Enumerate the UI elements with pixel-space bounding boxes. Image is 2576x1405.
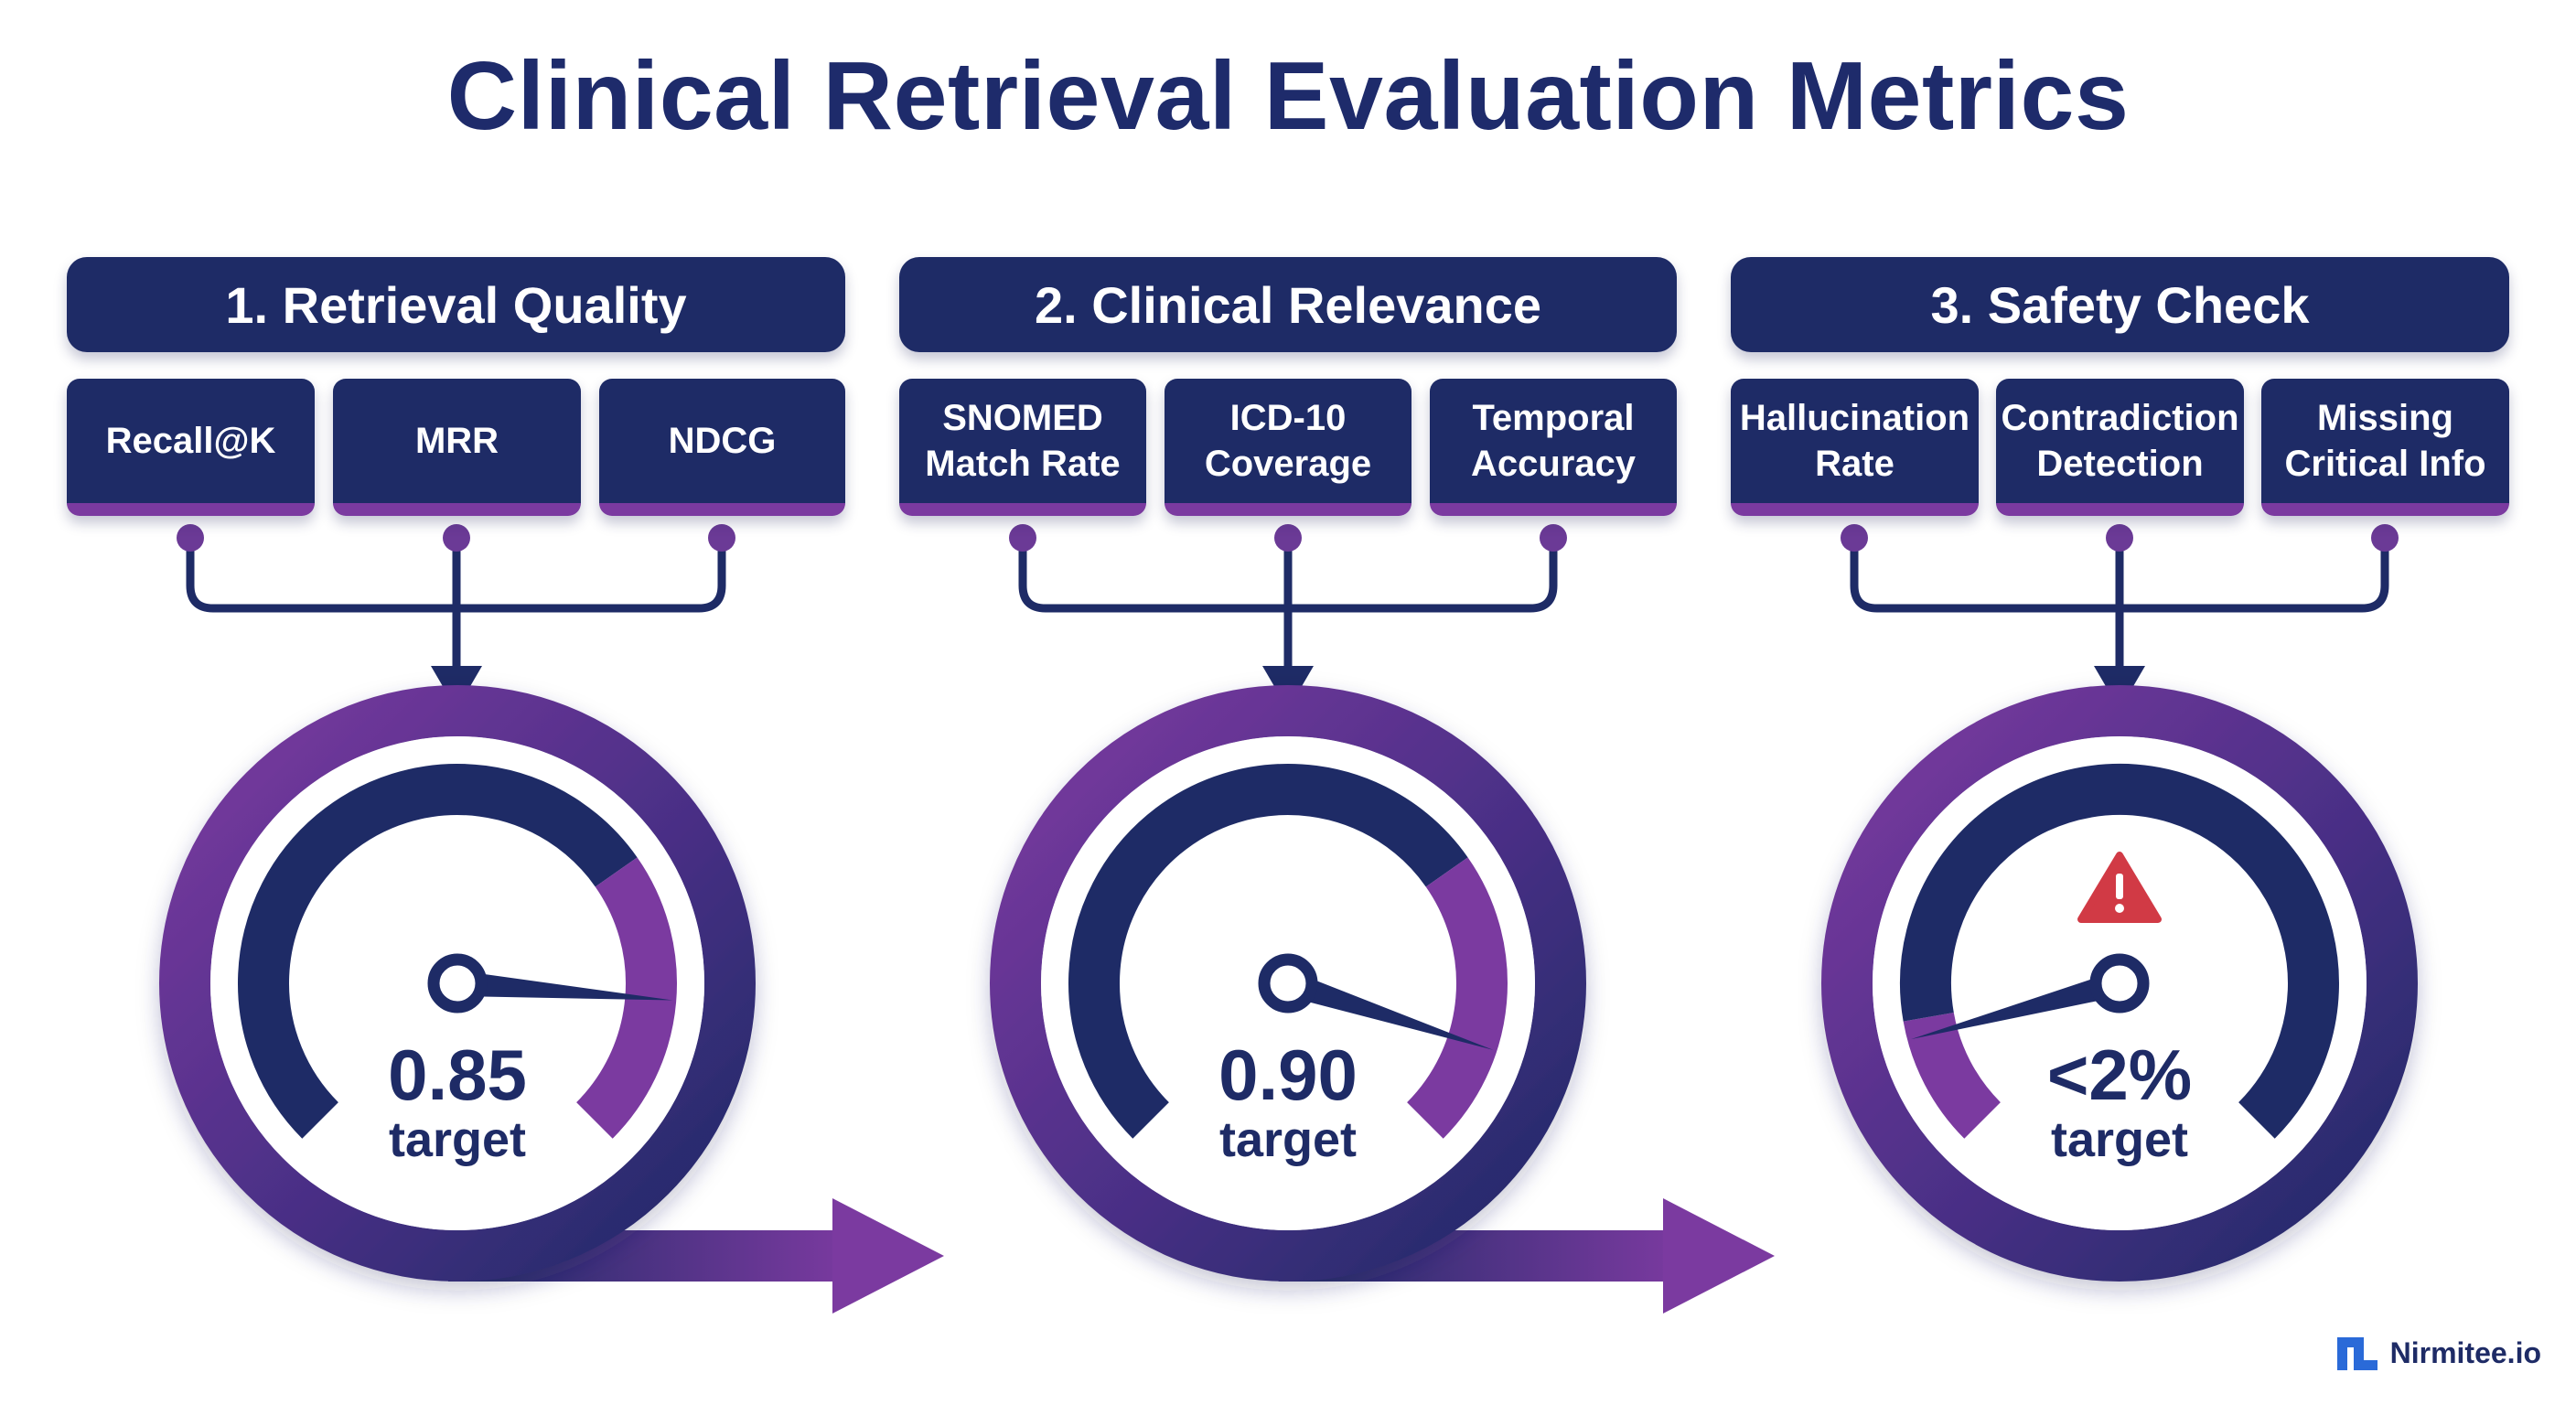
gauge-2-target-label: target (1218, 1112, 1358, 1167)
stage-1-connector-dot (443, 524, 470, 552)
gauge-2-needle (1283, 971, 1494, 1050)
gauge-1-value: 0.85 (388, 1035, 527, 1115)
flow-arrow-2-head-icon (1663, 1198, 1775, 1314)
metric-recall-at-k: Recall@K (67, 379, 315, 516)
nirmitee-logo-icon (2336, 1336, 2377, 1370)
metric-mrr: MRR (333, 379, 581, 516)
connectors-layer (177, 524, 2399, 710)
gauge-1-target-label: target (388, 1112, 527, 1167)
gauge-1-needle (456, 971, 673, 1001)
stage-3-connector (1850, 533, 2389, 677)
gauge-1-needle-hub (427, 953, 488, 1014)
gauge-2-scale-arc (1068, 764, 1468, 1139)
gauge-2-ring (990, 685, 1586, 1282)
gauge-1-target-zone-arc (575, 857, 677, 1139)
stage-1-connector (186, 533, 726, 677)
flow-arrow-1-head-icon (832, 1198, 944, 1314)
metric-icd10-coverage: ICD-10 Coverage (1165, 379, 1411, 516)
stage-1-connector-dot (708, 524, 735, 552)
gauge-1-ring (159, 685, 756, 1282)
stage-2-connector-dot (1540, 524, 1567, 552)
stage-2-header: 2. Clinical Relevance (899, 257, 1677, 352)
metric-snomed-match-rate: SNOMED Match Rate (899, 379, 1146, 516)
gauge-1-scale-arc (238, 764, 638, 1139)
stage-2-connector-dot (1274, 524, 1302, 552)
brand-name: Nirmitee.io (2389, 1336, 2541, 1369)
gauge-2-target-zone-arc (1406, 857, 1508, 1139)
metric-contradiction-detection: Contradiction Detection (1996, 379, 2244, 516)
gauge-3-ring (1821, 685, 2418, 1282)
stage-2-connector-dot (1009, 524, 1036, 552)
gauge-3-scale-arc (1900, 764, 2339, 1139)
gauges-layer (159, 685, 2418, 1314)
metric-hallucination-rate: Hallucination Rate (1731, 379, 1979, 516)
stage-1-connector-dot (177, 524, 204, 552)
stage-1-header: 1. Retrieval Quality (67, 257, 845, 352)
warning-triangle-mark (2116, 874, 2123, 899)
warning-triangle-dot (2115, 904, 2124, 913)
gauge-3-value: <2% (2046, 1035, 2193, 1115)
gauge-3-needle-hub (2089, 953, 2150, 1014)
gauge-3-needle (1911, 971, 2123, 1040)
stage-3-connector-dot (2371, 524, 2399, 552)
gauge-2-needle-hub (1258, 953, 1318, 1014)
page-title: Clinical Retrieval Evaluation Metrics (446, 42, 2130, 150)
metric-missing-critical-info: Missing Critical Info (2261, 379, 2509, 516)
stage-3-connector-dot (2106, 524, 2133, 552)
stage-3-connector-dot (1841, 524, 1868, 552)
metric-temporal-accuracy: Temporal Accuracy (1430, 379, 1677, 516)
brand-footer: Nirmitee.io (2336, 1336, 2541, 1370)
stage-3-header: 3. Safety Check (1731, 257, 2509, 352)
metric-ndcg: NDCG (599, 379, 845, 516)
gauge-3-target-label: target (2050, 1112, 2189, 1167)
stage-2-connector (1018, 533, 1558, 677)
gauge-3-target-zone-arc (1903, 1012, 2002, 1139)
gauge-2-value: 0.90 (1218, 1035, 1358, 1115)
